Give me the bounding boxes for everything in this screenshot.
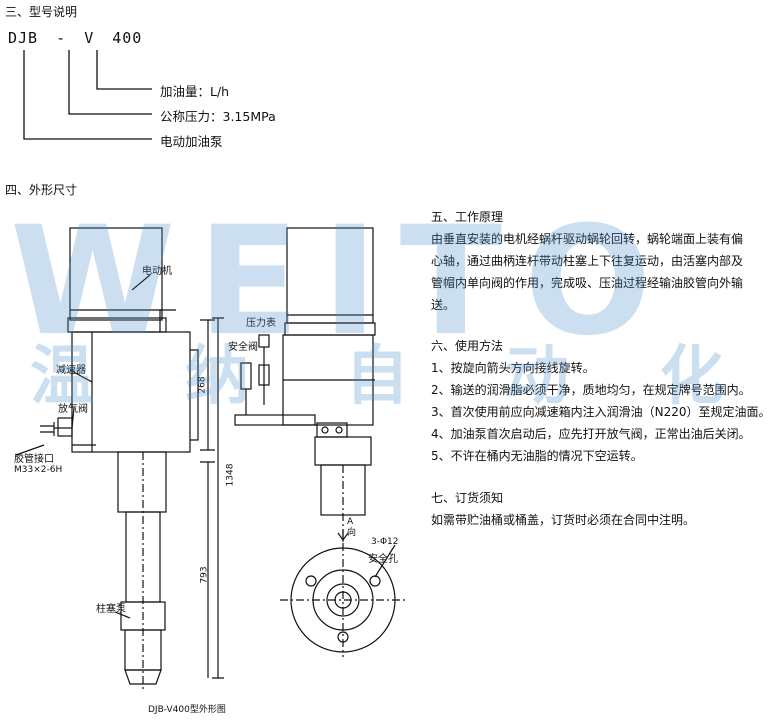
label-holes: 3-Φ12 [371,537,399,547]
label-vent-valve: 放气阀 [58,404,88,415]
principle-line: 心轴，通过曲柄连杆带动柱塞上下往复运动，由活塞内部及 [431,254,744,268]
section4-heading: 四、外形尺寸 [5,183,78,197]
model-leader-lines [23,50,152,140]
section3-heading: 三、型号说明 [5,5,78,19]
section5-heading: 五、工作原理 [431,210,504,224]
section6-list: 1、按旋向箭头方向接线旋转。 2、输送的润滑脂必须干净，质地均匀，在规定牌号范围… [431,357,771,467]
label-pressure-gauge: 压力表 [246,318,276,329]
model-dash: - [56,29,67,47]
label-motor: 电动机 [142,266,172,277]
label-safety-valve: 安全阀 [228,342,258,353]
side-view-drawing [234,227,406,657]
label-pump: 电动加油泵 [160,134,223,149]
section7-heading: 七、订货须知 [431,491,504,505]
usage-item: 2、输送的润滑脂必须干净，质地均匀，在规定牌号范围内。 [431,383,751,397]
label-hose-interface: 胶管接口 [14,454,54,465]
section5-body: 由垂直安装的电机经蜗杆驱动蜗轮回转，蜗轮端面上装有偏 心轴，通过曲柄连杆带动柱塞… [431,228,743,316]
order-note: 如需带贮油桶或桶盖，订货时必须在合同中注明。 [431,513,696,527]
label-view-a: A 向 [347,517,357,538]
front-view-drawing [15,227,224,690]
usage-item: 1、按旋向箭头方向接线旋转。 [431,361,595,375]
model-type: V [84,29,95,47]
model-flow: 400 [112,29,143,47]
model-series: DJB [8,29,39,47]
dim-793: 793 [199,566,210,584]
usage-item: 5、不许在桶内无油脂的情况下空运转。 [431,449,643,463]
model-code: DJB - V 400 [8,29,142,47]
section6-heading: 六、使用方法 [431,339,504,353]
label-reducer: 减速器 [56,365,86,376]
usage-item: 3、首次使用前应向减速箱内注入润滑油（N220）至规定油面。 [431,405,771,419]
principle-line: 送。 [431,298,456,312]
label-safety-hole: 安全孔 [368,554,398,565]
label-flow: 加油量：L/h [160,84,230,99]
principle-line: 由垂直安装的电机经蜗杆驱动蜗轮回转，蜗轮端面上装有偏 [431,232,744,246]
usage-item: 4、加油泵首次启动后，应先打开放气阀，正常出油后关闭。 [431,427,751,441]
principle-line: 管帽内单向阀的作用，完成吸、压油过程经输油胶管向外输 [431,276,744,290]
label-hose-thread: M33×2-6H [14,465,63,475]
label-plunger-pump: 柱塞泵 [96,604,126,615]
label-pressure: 公称压力：3.15MPa [160,109,276,124]
drawing-caption: DJB-V400型外形图 [148,705,226,715]
dim-268: 268 [197,376,208,394]
